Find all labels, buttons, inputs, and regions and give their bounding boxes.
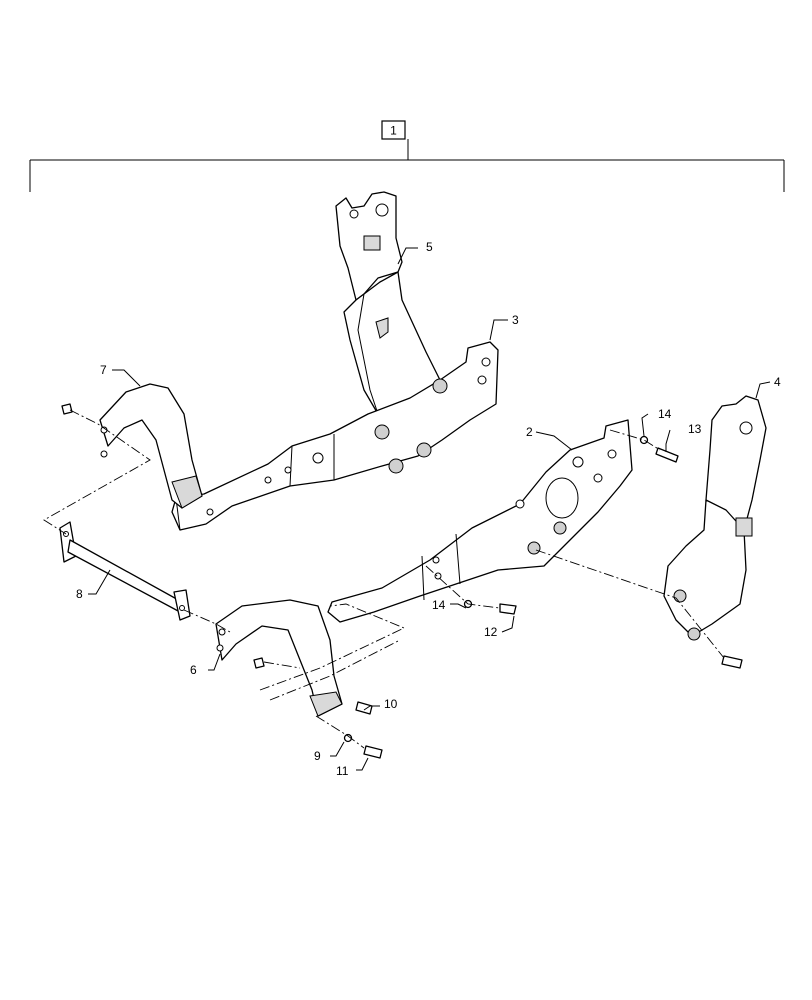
assembly-centerlines xyxy=(43,409,725,749)
assembly-bracket: 1 xyxy=(29,120,785,192)
bolt-12 xyxy=(499,603,517,615)
part-5-upper-plate xyxy=(335,191,441,415)
callout-10: 10 xyxy=(384,697,398,711)
callout-12: 12 xyxy=(484,625,498,639)
bolt-11 xyxy=(363,745,383,759)
assembly-callout-box xyxy=(381,120,406,140)
part-8-rod xyxy=(59,521,191,621)
callout-8: 8 xyxy=(76,587,83,601)
callout-14-lower: 14 xyxy=(432,598,446,612)
part-2-right-rail xyxy=(327,419,633,623)
callout-6: 6 xyxy=(190,663,197,677)
assembly-bracket-lines xyxy=(29,139,785,192)
part-4-right-plate xyxy=(663,395,767,641)
callout-4: 4 xyxy=(774,375,781,389)
washer-14-upper xyxy=(639,435,649,445)
part-3-left-rail xyxy=(171,341,499,531)
callout-13: 13 xyxy=(688,422,702,436)
assembly-callout: 1 xyxy=(390,124,397,138)
callout-7: 7 xyxy=(100,363,107,377)
callout-14-upper: 14 xyxy=(658,407,672,421)
callout-11: 11 xyxy=(336,764,349,778)
bolt-13 xyxy=(655,447,679,463)
bolt-right-lower xyxy=(721,655,743,669)
callout-2: 2 xyxy=(526,425,533,439)
washer-9 xyxy=(343,733,353,743)
part-6-lower-bracket xyxy=(215,599,343,717)
callout-3: 3 xyxy=(512,313,519,327)
callout-5: 5 xyxy=(426,240,433,254)
hardware xyxy=(343,435,743,759)
leader-lines xyxy=(88,247,771,771)
bolt-10 xyxy=(355,701,373,715)
callout-labels: 5 3 7 2 4 14 13 8 6 14 12 10 9 11 xyxy=(76,240,781,778)
callout-9: 9 xyxy=(314,749,321,763)
part-7-left-bracket xyxy=(61,383,203,509)
